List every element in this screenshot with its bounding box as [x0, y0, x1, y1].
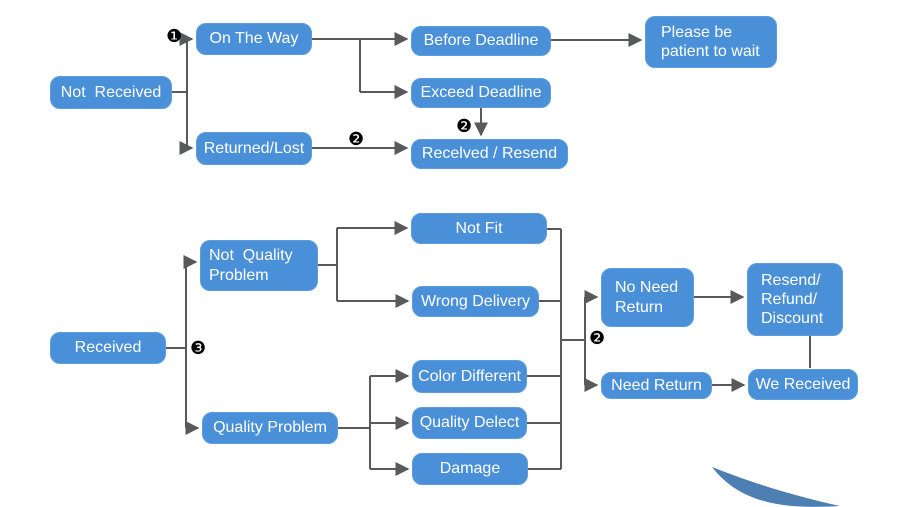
- step-2-marker-exceed: ❷: [456, 116, 473, 137]
- node-need-return: Need Return: [601, 372, 712, 399]
- step-3-marker: ❸: [190, 338, 207, 359]
- step-2-marker-bottom: ❷: [589, 328, 606, 349]
- node-color-different: Color Different: [412, 360, 527, 393]
- node-received-resend: Recelved / Resend: [411, 139, 568, 169]
- node-not-quality-problem: Not Quality Problem: [200, 240, 318, 291]
- node-exceed-deadline: Exceed Deadline: [411, 78, 551, 108]
- node-received: Received: [50, 332, 166, 364]
- step-1-marker: ❶: [166, 26, 183, 47]
- node-we-received: We Received: [748, 369, 858, 400]
- node-quality-delect: Quality Delect: [412, 407, 527, 439]
- node-returned-lost: Returned/Lost: [196, 132, 312, 165]
- node-not-received: Not Received: [50, 76, 172, 109]
- node-on-the-way: On The Way: [196, 23, 312, 55]
- node-no-need-return: No Need Return: [601, 268, 694, 327]
- node-quality-problem: Quality Problem: [202, 412, 338, 444]
- node-please-wait: Please be patient to wait: [645, 16, 777, 68]
- step-2-marker-top: ❷: [348, 129, 365, 150]
- node-damage: Damage: [412, 453, 528, 485]
- node-not-fit: Not Fit: [411, 213, 547, 244]
- node-before-deadline: Before Deadline: [411, 26, 551, 56]
- node-wrong-delivery: Wrong Delivery: [412, 286, 539, 317]
- node-resend-refund-discount: Resend/ Refund/ Discount: [747, 263, 843, 336]
